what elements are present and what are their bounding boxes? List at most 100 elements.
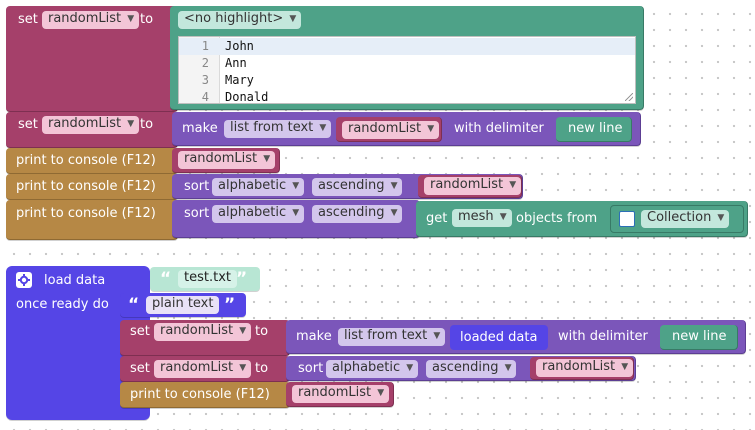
chevron-down-icon: ▼ bbox=[390, 181, 398, 191]
sort-list-block[interactable]: sort alphabetic▼ ascending▼ randomList▼ bbox=[286, 356, 636, 381]
delimiter-label: with delimiter bbox=[558, 329, 648, 344]
chevron-down-icon: ▼ bbox=[289, 14, 297, 24]
editor-line[interactable]: 2 Ann bbox=[179, 55, 635, 72]
set-label: set bbox=[130, 324, 150, 339]
object-type-dropdown[interactable]: mesh▼ bbox=[452, 209, 512, 227]
variable-name: randomList bbox=[48, 116, 122, 131]
line-number: 2 bbox=[201, 56, 209, 70]
make-option-dropdown[interactable]: list from text▼ bbox=[338, 328, 446, 346]
variable-getter-block[interactable]: randomList ▼ bbox=[286, 382, 394, 407]
line-number: 1 bbox=[201, 39, 209, 53]
line-text: John bbox=[225, 39, 254, 53]
sort-type-dropdown[interactable]: alphabetic▼ bbox=[326, 360, 419, 378]
quote-open-icon: “ bbox=[128, 295, 140, 315]
highlight-dropdown[interactable]: <no highlight>▼ bbox=[178, 11, 302, 29]
variable-dropdown[interactable]: randomList▼ bbox=[536, 359, 634, 377]
make-label: make bbox=[182, 121, 218, 136]
chevron-down-icon: ▼ bbox=[390, 208, 398, 218]
gear-icon[interactable] bbox=[16, 272, 32, 288]
chevron-down-icon: ▼ bbox=[239, 326, 247, 336]
collection-dropdown[interactable]: Collection ▼ bbox=[641, 210, 730, 228]
chevron-down-icon: ▼ bbox=[717, 213, 725, 223]
sort-order-dropdown[interactable]: ascending▼ bbox=[312, 205, 403, 223]
variable-name: randomList bbox=[298, 385, 372, 400]
variable-getter-block[interactable]: randomList▼ bbox=[172, 148, 280, 173]
resize-handle-icon[interactable] bbox=[625, 93, 633, 101]
sort-order-dropdown[interactable]: ascending ▼ bbox=[312, 178, 403, 196]
inner-set-block-2[interactable]: set randomList▼ to bbox=[120, 356, 290, 382]
chevron-down-icon: ▼ bbox=[127, 119, 135, 129]
sort-type-dropdown[interactable]: alphabetic▼ bbox=[212, 205, 305, 223]
chevron-down-icon: ▼ bbox=[319, 123, 327, 133]
editor-line[interactable]: 3 Mary bbox=[179, 72, 635, 89]
delimiter-dropdown[interactable]: new line bbox=[562, 121, 628, 139]
editor-line[interactable]: 1 John bbox=[179, 38, 635, 55]
set-variable-block-1[interactable]: set randomList▼ to bbox=[6, 6, 178, 112]
multiline-text-block[interactable]: <no highlight>▼ 1 John 2 Ann 3 Mary 4 Do… bbox=[170, 6, 644, 110]
sort-type: alphabetic bbox=[218, 178, 287, 193]
collection-name: Collection bbox=[647, 210, 712, 225]
chevron-down-icon: ▼ bbox=[377, 388, 385, 398]
variable-dropdown[interactable]: randomList ▼ bbox=[292, 385, 390, 403]
loaded-data-label: loaded data bbox=[460, 330, 538, 345]
variable-dropdown[interactable]: randomList ▼ bbox=[42, 116, 140, 134]
sort-label: sort bbox=[184, 179, 210, 194]
file-name-text-block[interactable]: “ test.txt ” bbox=[150, 267, 260, 291]
inner-set-block-1[interactable]: set randomList▼ to bbox=[120, 320, 290, 356]
variable-name: randomList bbox=[160, 323, 234, 338]
variable-dropdown[interactable]: randomList▼ bbox=[154, 360, 252, 378]
text-editor[interactable]: 1 John 2 Ann 3 Mary 4 Donald bbox=[178, 36, 636, 104]
sort-list-block[interactable]: sort alphabetic▼ ascending▼ bbox=[172, 200, 420, 238]
sort-list-block[interactable]: sort alphabetic▼ ascending ▼ randomList ▼ bbox=[172, 174, 523, 199]
file-name: test.txt bbox=[184, 270, 231, 285]
get-objects-block[interactable]: get mesh▼ objects from Collection▼ bbox=[416, 201, 748, 237]
print-block-2[interactable]: print to console (F12) bbox=[6, 174, 178, 200]
delimiter-value: new line bbox=[568, 121, 623, 136]
objects-from-label: objects from bbox=[516, 211, 598, 226]
chevron-down-icon: ▼ bbox=[127, 14, 135, 24]
print-block-3[interactable]: print to console (F12) bbox=[6, 200, 178, 240]
chevron-down-icon: ▼ bbox=[406, 363, 414, 373]
variable-name: randomList bbox=[430, 177, 504, 192]
line-text: Donald bbox=[225, 90, 269, 104]
loaded-data-block[interactable]: loaded data bbox=[450, 325, 548, 350]
chevron-down-icon: ▼ bbox=[239, 363, 247, 373]
make-option-dropdown[interactable]: list from text ▼ bbox=[224, 120, 332, 138]
variable-getter-block[interactable]: randomList▼ bbox=[530, 357, 634, 380]
sort-order: ascending bbox=[318, 178, 385, 193]
variable-getter-block[interactable]: randomList ▼ bbox=[418, 175, 522, 198]
chevron-down-icon: ▼ bbox=[509, 180, 517, 190]
delimiter-dropdown[interactable]: new line bbox=[666, 329, 732, 347]
chevron-down-icon: ▼ bbox=[427, 124, 435, 134]
chevron-down-icon: ▼ bbox=[263, 154, 271, 164]
variable-dropdown[interactable]: randomList ▼ bbox=[42, 11, 140, 29]
format-option[interactable]: plain text bbox=[146, 296, 220, 314]
make-option: list from text bbox=[230, 120, 314, 135]
variable-dropdown[interactable]: randomList▼ bbox=[342, 121, 440, 139]
sort-type-dropdown[interactable]: alphabetic▼ bbox=[212, 178, 305, 196]
inner-print-block[interactable]: print to console (F12) bbox=[120, 382, 290, 408]
delimiter-block[interactable]: new line bbox=[556, 117, 632, 142]
variable-dropdown[interactable]: randomList ▼ bbox=[154, 323, 252, 341]
variable-name: randomList bbox=[48, 11, 122, 26]
sort-order-dropdown[interactable]: ascending▼ bbox=[426, 360, 517, 378]
format-block[interactable]: “ plain text ” bbox=[120, 293, 246, 317]
delimiter-label: with delimiter bbox=[454, 121, 544, 136]
collection-icon bbox=[619, 211, 635, 227]
set-label: set bbox=[130, 361, 150, 376]
variable-getter-block[interactable]: randomList▼ bbox=[336, 117, 442, 142]
file-name-input[interactable]: test.txt bbox=[178, 270, 237, 288]
set-variable-block-2[interactable]: set randomList▼ to bbox=[6, 112, 178, 148]
print-label: print to console (F12) bbox=[16, 153, 156, 168]
variable-dropdown[interactable]: randomList ▼ bbox=[424, 177, 522, 195]
make-list-block[interactable]: make list from text ▼ randomList▼ with de… bbox=[172, 112, 641, 146]
variable-dropdown[interactable]: randomList▼ bbox=[178, 151, 276, 169]
delimiter-block[interactable]: new line bbox=[660, 325, 738, 350]
to-label: to bbox=[255, 361, 269, 376]
print-block-1[interactable]: print to console (F12) bbox=[6, 148, 178, 174]
collection-block[interactable]: Collection ▼ bbox=[610, 205, 744, 233]
to-label: to bbox=[140, 12, 154, 27]
sort-label: sort bbox=[184, 206, 210, 221]
make-list-block[interactable]: make list from text▼ loaded data with de… bbox=[286, 320, 746, 354]
editor-line[interactable]: 4 Donald bbox=[179, 89, 635, 106]
